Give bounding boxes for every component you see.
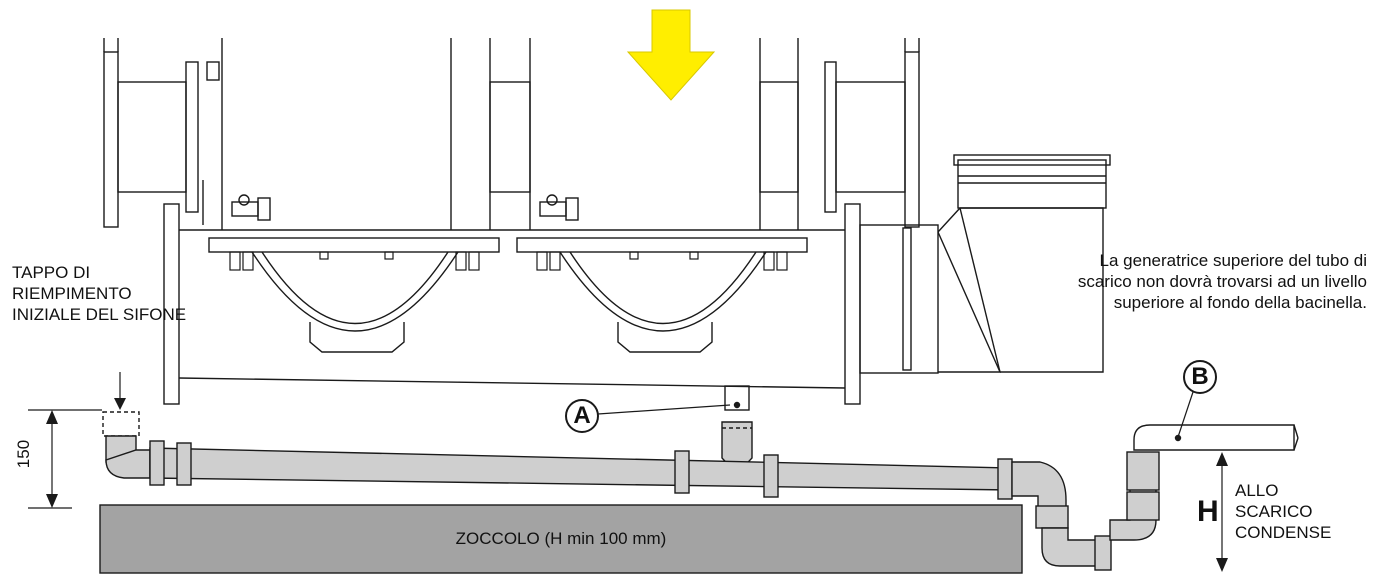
generatrix-note: La generatrice superiore del tubo di sca… xyxy=(1077,251,1367,312)
dimension-150-label: 150 xyxy=(14,439,33,469)
drain-destination-label: ALLO SCARICO CONDENSE xyxy=(1235,481,1332,542)
valve-right xyxy=(539,194,579,221)
drain-pipe xyxy=(102,411,1299,571)
marker-b-symbol xyxy=(1174,360,1217,442)
valve-left xyxy=(231,194,271,221)
height-dimension xyxy=(1216,452,1228,572)
height-symbol: H xyxy=(1197,495,1219,528)
marker-a-label: A xyxy=(573,402,591,429)
dimension-150-lines xyxy=(28,409,102,509)
marker-a-symbol xyxy=(565,399,731,433)
plinth-block xyxy=(99,504,1023,574)
marker-b-label: B xyxy=(1191,363,1209,390)
fill-plug-label: TAPPO DI RIEMPIMENTO INIZIALE DEL SIFONE xyxy=(12,263,187,324)
plinth-label: ZOCCOLO (H min 100 mm) xyxy=(455,529,667,548)
fill-plug-pointer xyxy=(114,372,126,410)
flow-arrow-icon xyxy=(626,9,716,101)
boiler-body xyxy=(103,38,1111,405)
